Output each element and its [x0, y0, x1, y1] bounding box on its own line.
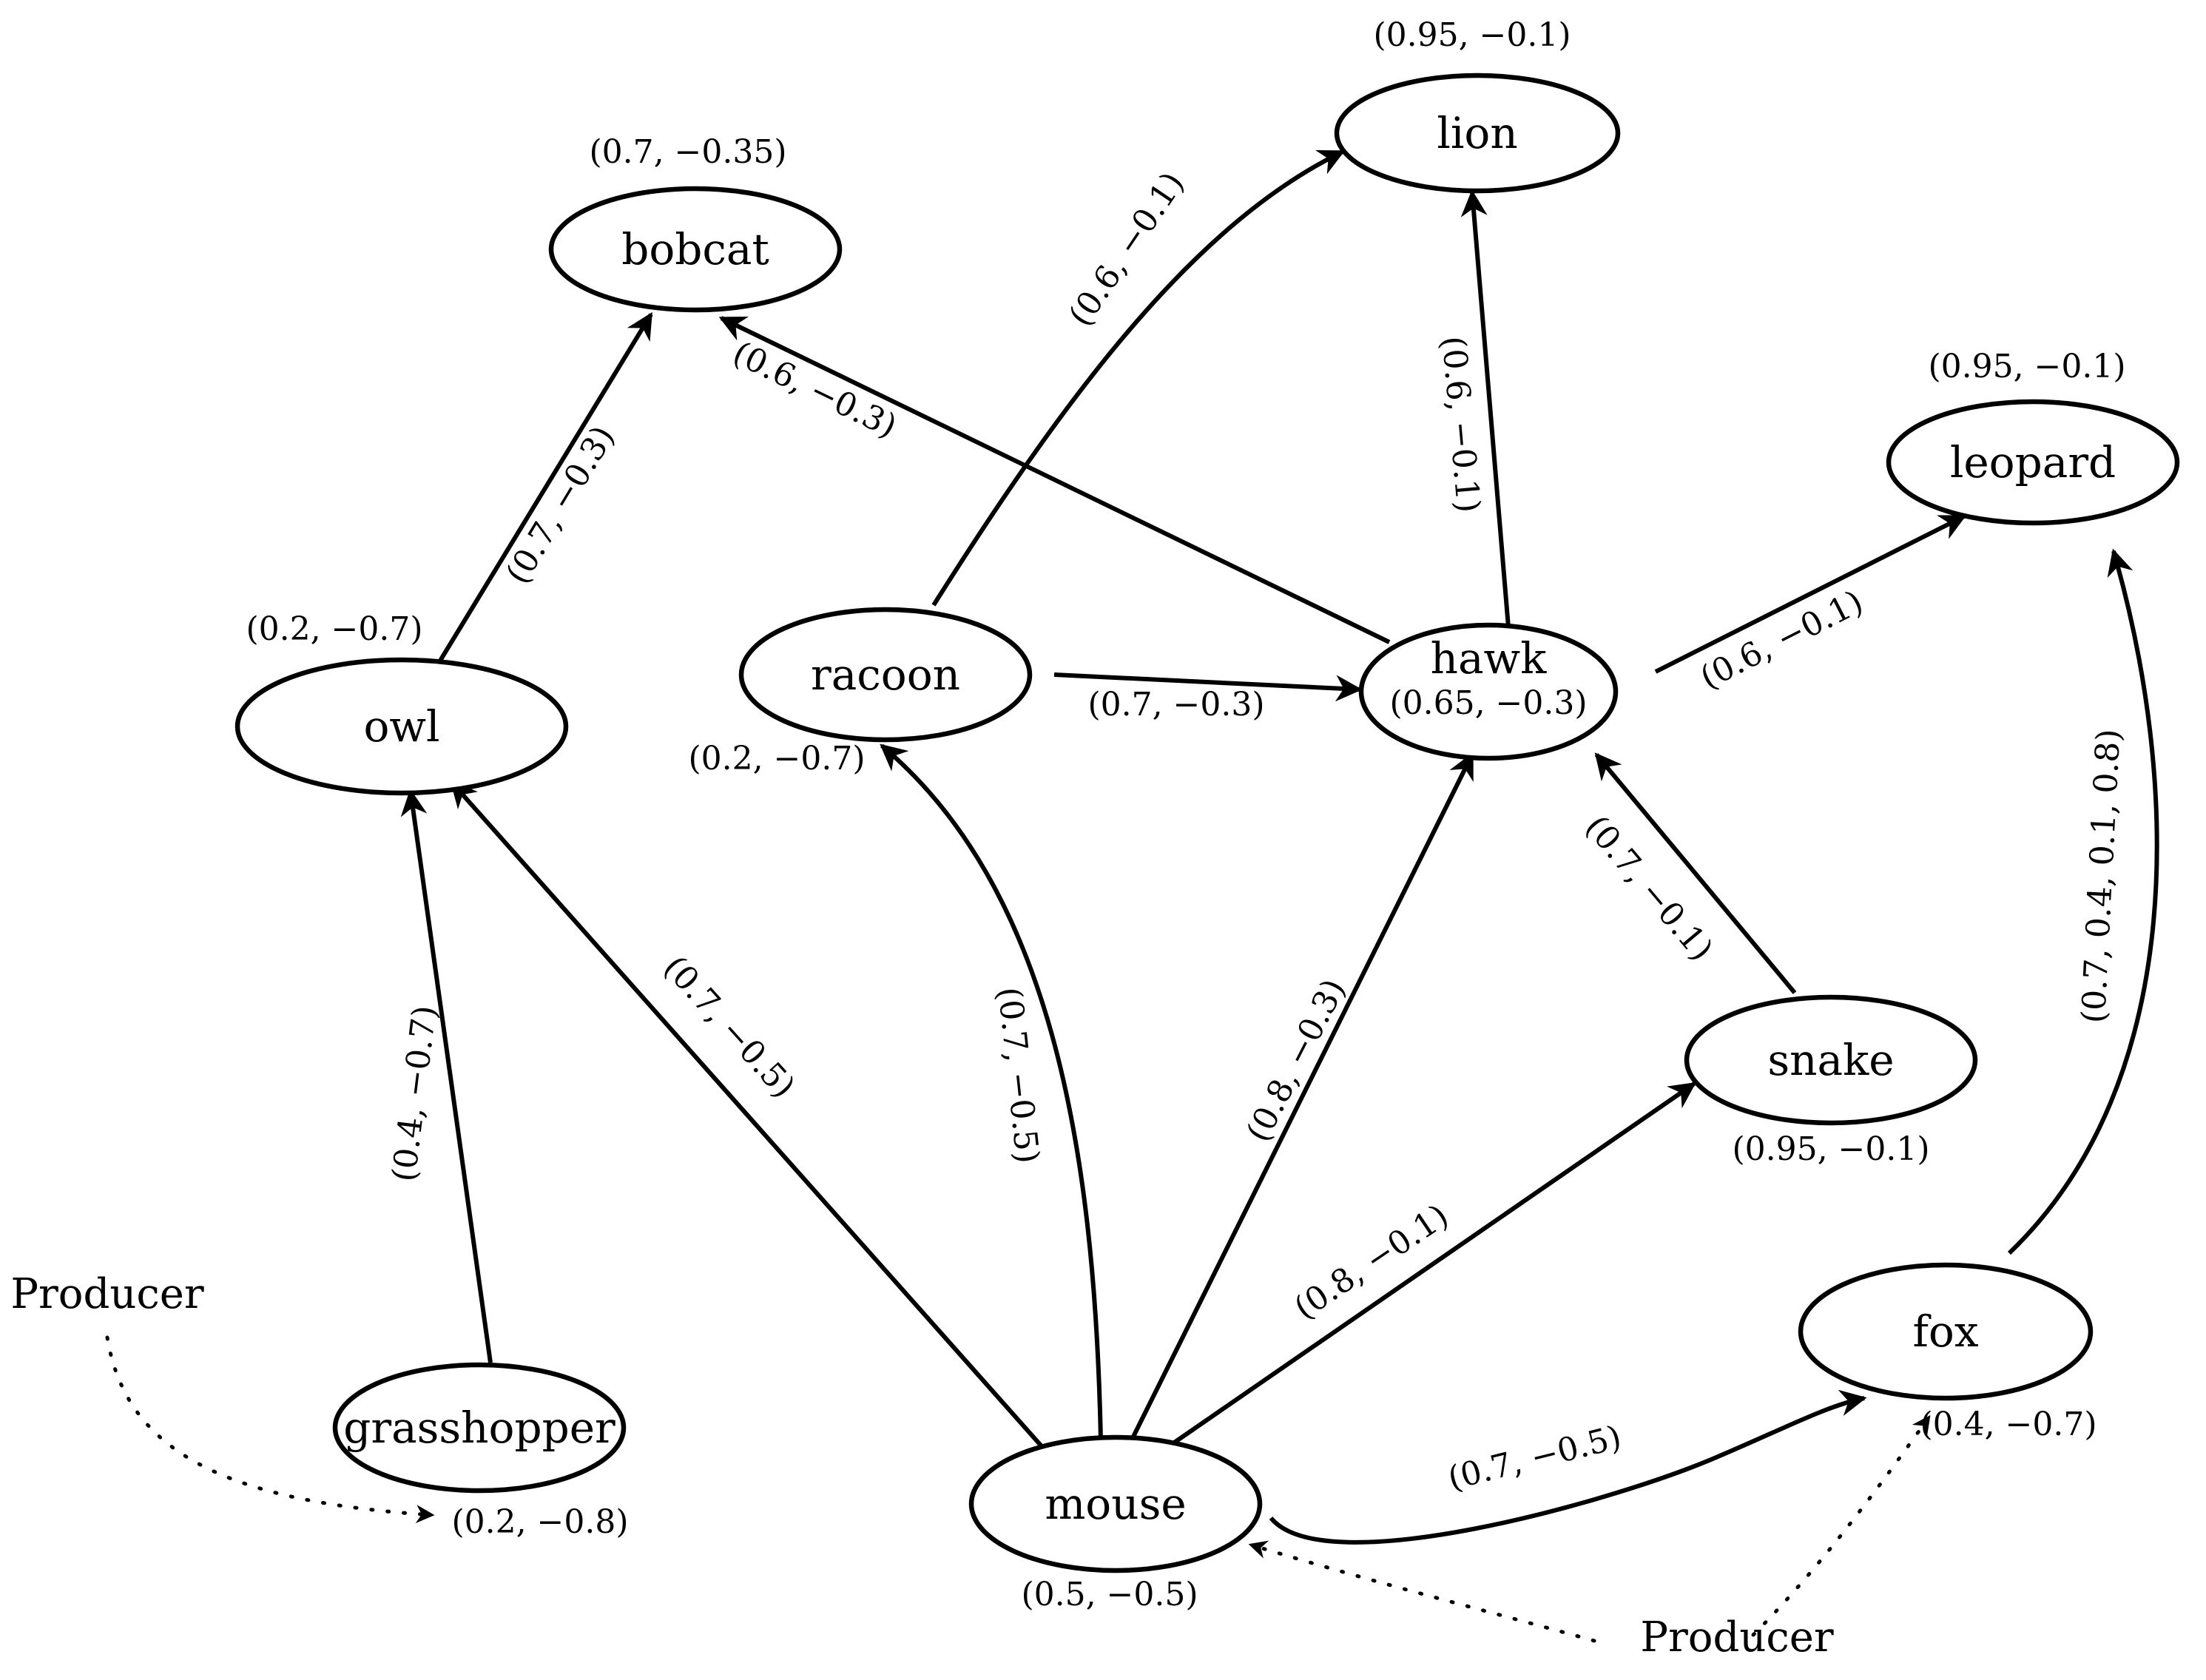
node-mouse-label: mouse	[1045, 1479, 1186, 1529]
node-snake-shape	[1684, 994, 1978, 1126]
node-grasshopper-shape	[332, 1362, 627, 1494]
edge-label-hawk-bobcat: (0.6, −0.3)	[727, 334, 903, 446]
node-snake-label: snake	[1767, 1035, 1894, 1085]
edge-label-hawk-lion: (0.6, −0.1)	[1434, 334, 1488, 514]
edge-snake-hawk	[1594, 752, 1797, 994]
node-grasshopper: grasshopper	[332, 1362, 627, 1494]
edge-label-racoon-lion: (0.6, −0.1)	[1062, 166, 1192, 334]
node-owl: owl	[235, 657, 569, 796]
node-mouse: mouse	[968, 1434, 1263, 1573]
edge-mouse-hawk	[1130, 752, 1474, 1441]
node-values: (0.95, −0.1) (0.7, −0.35) (0.95, −0.1) (…	[246, 16, 2125, 1613]
producer-grasshopper-link	[105, 1335, 435, 1524]
node-hawk-value: (0.65, −0.3)	[1389, 684, 1587, 722]
edge-owl-bobcat	[438, 311, 653, 662]
edge-mouse-owl	[450, 780, 1044, 1448]
node-bobcat-value: (0.7, −0.35)	[589, 133, 786, 171]
node-owl-value: (0.2, −0.7)	[246, 610, 422, 648]
edge-mouse-snake	[1167, 1082, 1696, 1448]
edge-label-grasshopper-owl: (0.4, −0.7)	[385, 1003, 445, 1184]
node-grasshopper-value: (0.2, −0.8)	[451, 1503, 628, 1541]
node-hawk-shape	[1358, 622, 1619, 761]
edge-mouse-racoon	[880, 743, 1103, 1442]
producer-fox-link	[1751, 1414, 1932, 1637]
producer-labels: Producer Producer	[10, 1270, 1834, 1662]
producer-links	[105, 1335, 1932, 1643]
node-leopard: leopard	[1886, 399, 2180, 526]
node-owl-shape	[235, 657, 569, 796]
edge-racoon-hawk	[1053, 672, 1363, 702]
node-racoon-label: racoon	[811, 650, 960, 700]
producer-label-left: Producer	[10, 1270, 204, 1318]
edge-label-owl-bobcat: (0.7, −0.3)	[499, 419, 622, 590]
node-mouse-shape	[968, 1434, 1263, 1573]
node-leopard-value: (0.95, −0.1)	[1928, 348, 2125, 385]
node-lion-value: (0.95, −0.1)	[1373, 16, 1571, 54]
node-fox-label: fox	[1912, 1306, 1978, 1357]
edge-racoon-lion	[931, 149, 1346, 607]
node-racoon: racoon	[738, 607, 1033, 743]
node-leopard-shape	[1886, 399, 2180, 526]
node-bobcat-label: bobcat	[621, 224, 769, 274]
edge-label-snake-hawk: (0.7, −0.1)	[1578, 809, 1721, 968]
node-fox-value: (0.4, −0.7)	[1920, 1406, 2097, 1443]
producer-label-right: Producer	[1640, 1613, 1834, 1662]
node-racoon-shape	[738, 607, 1033, 743]
edge-fox-leopard	[2007, 548, 2159, 1255]
edge-label-mouse-owl: (0.7, −0.5)	[656, 948, 803, 1105]
node-fox-shape	[1798, 1262, 2094, 1401]
edge-label-racoon-hawk: (0.7, −0.3)	[1087, 686, 1264, 723]
edge-hawk-leopard	[1654, 514, 1967, 674]
node-hawk: hawk (0.65, −0.3)	[1358, 622, 1619, 761]
edge-label-mouse-racoon: (0.7, −0.5)	[991, 985, 1047, 1165]
node-grasshopper-label: grasshopper	[343, 1403, 615, 1453]
node-leopard-label: leopard	[1950, 437, 2116, 488]
edge-grasshopper-owl	[400, 789, 493, 1363]
edge-hawk-lion	[1460, 189, 1511, 637]
edge-label-mouse-hawk: (0.8, −0.3)	[1239, 973, 1353, 1147]
node-lion-shape	[1334, 72, 1621, 194]
edge-label-mouse-fox: (0.7, −0.5)	[1444, 1418, 1625, 1497]
edge-label-fox-leopard: (0.7, 0.4, 0.1, 0.8)	[2075, 728, 2128, 1024]
nodes: lion bobcat leopard owl racoon hawk (0.6…	[235, 72, 2180, 1573]
node-bobcat: bobcat	[548, 186, 843, 313]
edges	[400, 149, 2159, 1545]
node-racoon-value: (0.2, −0.7)	[688, 740, 865, 777]
node-hawk-label: hawk	[1431, 633, 1548, 684]
node-owl-label: owl	[363, 701, 439, 752]
node-fox: fox	[1798, 1262, 2094, 1401]
edge-hawk-bobcat	[718, 316, 1391, 644]
producer-mouse-link	[1248, 1540, 1596, 1643]
node-snake: snake	[1684, 994, 1978, 1126]
node-lion: lion	[1334, 72, 1621, 194]
node-mouse-value: (0.5, −0.5)	[1021, 1576, 1198, 1613]
node-snake-value: (0.95, −0.1)	[1732, 1130, 1929, 1168]
node-bobcat-shape	[548, 186, 843, 313]
node-lion-label: lion	[1437, 108, 1517, 158]
edge-mouse-fox	[1269, 1389, 1867, 1545]
